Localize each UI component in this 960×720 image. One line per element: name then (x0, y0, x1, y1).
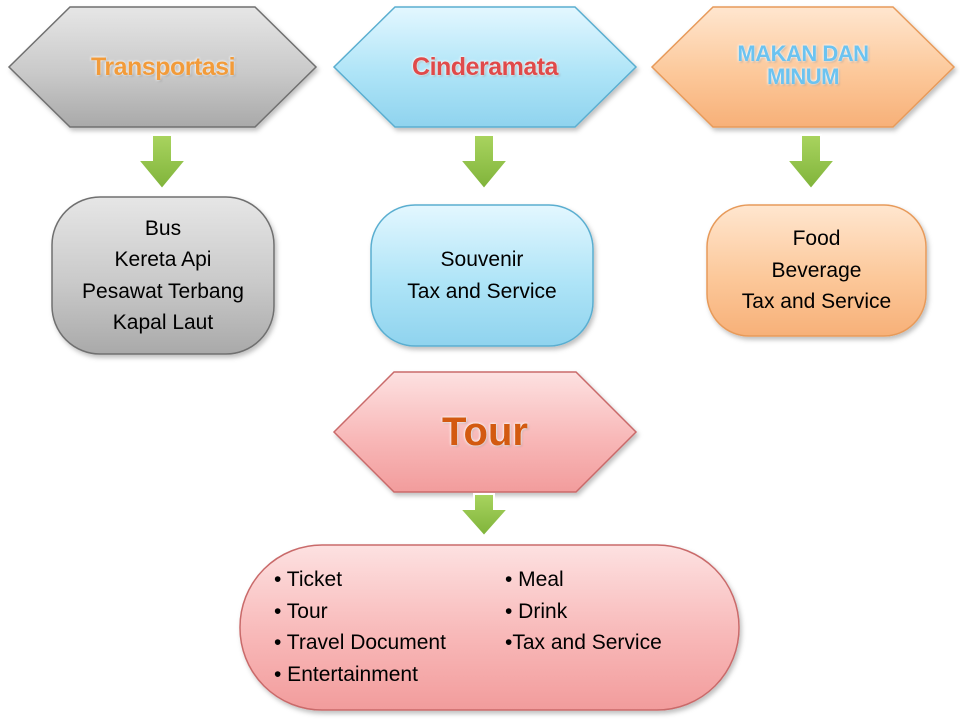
tour-items-left: • Ticket • Tour • Travel Document • Ente… (274, 564, 446, 690)
makan-items-list: Food Beverage Tax and Service (707, 205, 926, 336)
list-item: Bus (144, 216, 182, 240)
makan-minum-title: MAKAN DAN MINUM (737, 40, 869, 89)
tour-items-box (239, 544, 740, 711)
transport-hexagon (7, 6, 318, 128)
tour-hexagon (332, 371, 638, 493)
makan-hexagon (650, 6, 956, 128)
list-item: Pesawat Terbang (82, 279, 244, 303)
list-item: Tax and Service (407, 279, 557, 303)
list-item: Beverage (771, 258, 862, 282)
cinderamata-items-list: Souvenir Tax and Service (371, 205, 593, 346)
list-item: Kapal Laut (112, 311, 214, 334)
list-item: Kereta Api (114, 248, 212, 271)
tour-title: Tour (442, 410, 528, 454)
list-item: Food (792, 227, 841, 251)
cinderamata-hexagon (332, 6, 638, 128)
makan-items-box (706, 204, 927, 337)
down-arrow-icon (784, 134, 838, 191)
cinderamata-title: Cinderamata (412, 52, 558, 81)
transport-items-list: Bus Kereta Api Pesawat Terbang Kapal Lau… (52, 197, 274, 354)
list-item: Tax and Service (741, 290, 892, 314)
transport-items-box (51, 196, 275, 355)
tour-items-right: • Meal • Drink •Tax and Service (505, 564, 662, 659)
list-item: Souvenir (440, 248, 524, 271)
list-item: •Tax and Service (505, 631, 662, 654)
down-arrow-icon (457, 134, 511, 191)
down-arrow-icon (457, 493, 511, 538)
list-item: • Travel Document (274, 631, 446, 654)
list-item: • Tour (274, 599, 328, 623)
list-item: • Drink (505, 599, 568, 623)
cinderamata-items-box (370, 204, 594, 347)
transport-title: Transportasi (90, 52, 236, 81)
list-item: • Meal (505, 568, 564, 591)
list-item: • Entertainment (274, 662, 418, 686)
list-item: • Ticket (274, 568, 343, 591)
down-arrow-icon (135, 134, 189, 191)
